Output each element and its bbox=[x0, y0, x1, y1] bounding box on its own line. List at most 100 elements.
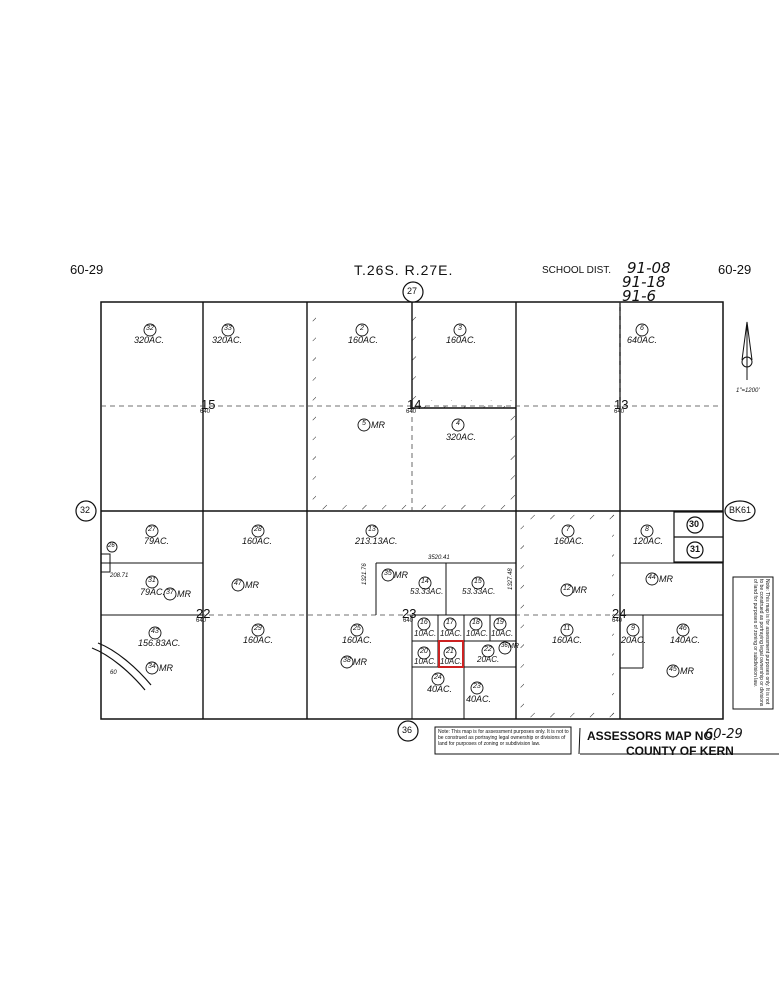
road bbox=[91, 642, 152, 691]
parcel-area: MR bbox=[371, 420, 385, 430]
dimension-label: 1321.76 bbox=[362, 563, 368, 585]
parcel-number[interactable]: 23 bbox=[473, 683, 481, 690]
footer-title-prefix: ASSESSORS MAP NO. bbox=[587, 729, 717, 743]
parcel-area: MR bbox=[245, 580, 259, 590]
parcel-area: MR bbox=[680, 666, 694, 676]
parcel-number[interactable]: 25 bbox=[353, 625, 361, 632]
parcel-number[interactable]: 33 bbox=[224, 325, 232, 332]
section-23-acres: 640 bbox=[403, 618, 414, 624]
footer-rule-top bbox=[578, 727, 581, 755]
parcel-number[interactable]: 43 bbox=[151, 628, 159, 635]
parcel-number[interactable]: 24 bbox=[434, 674, 442, 681]
parcel-number[interactable]: 37 bbox=[166, 589, 174, 596]
parcel-area: 40AC. bbox=[466, 694, 492, 704]
note-box bbox=[434, 726, 572, 755]
township-range: T.26S. R.27E. bbox=[354, 262, 454, 278]
parcel-area: MR bbox=[159, 663, 173, 673]
disclaimer-note: Note: This map is for assessment purpose… bbox=[438, 729, 569, 747]
parcel-number[interactable]: 5 bbox=[362, 420, 366, 427]
parcel-area: 213.13AC. bbox=[355, 536, 398, 546]
section-23: 23 bbox=[402, 606, 417, 621]
parcel-area: 320AC. bbox=[134, 335, 165, 345]
parcel-number[interactable]: 20 bbox=[420, 648, 428, 655]
section-15-acres: 640 bbox=[200, 409, 211, 415]
parcel-number[interactable]: 14 bbox=[421, 578, 429, 585]
parcel-number[interactable]: 22 bbox=[484, 646, 492, 653]
parcel-number[interactable]: 38 bbox=[343, 657, 351, 664]
left-map-number: 60-29 bbox=[70, 262, 104, 277]
parcel-area: 160AC. bbox=[243, 635, 274, 645]
parcel-number[interactable]: 4 bbox=[456, 420, 460, 427]
parcel-number[interactable]: 28 bbox=[254, 526, 262, 533]
parcel-area: 10AC. bbox=[466, 629, 489, 638]
section-13: 13 bbox=[614, 397, 629, 412]
parcel-area: 140AC. bbox=[670, 635, 701, 645]
school-district-value-3: 91-6 bbox=[622, 287, 657, 305]
parcel-area: 79AC. bbox=[140, 587, 166, 597]
parcel-number[interactable]: 31 bbox=[148, 577, 156, 584]
parcel-number[interactable]: 2 bbox=[360, 325, 364, 332]
parcel-number[interactable]: 35 bbox=[384, 570, 392, 577]
parcel-number[interactable]: 46 bbox=[679, 625, 687, 632]
section-14: 14 bbox=[407, 397, 422, 412]
parcel-area: MR bbox=[659, 574, 673, 584]
school-district-value-2: 91-18 bbox=[622, 273, 666, 291]
right-map-number: 60-29 bbox=[718, 262, 752, 277]
parcel-area: MR bbox=[573, 585, 587, 595]
parcel-number[interactable]: 8 bbox=[645, 526, 649, 533]
scale-label: 1"=1200' bbox=[736, 388, 760, 394]
parcel-number[interactable]: 16 bbox=[420, 619, 428, 626]
section-24-acres: 640 bbox=[612, 618, 623, 624]
parcel-number[interactable]: 29 bbox=[254, 625, 262, 632]
parcel-number[interactable]: 19 bbox=[496, 619, 504, 626]
parcel-number[interactable]: 27 bbox=[148, 526, 156, 533]
parcel-area: MR bbox=[508, 643, 519, 650]
parcel-number[interactable]: 18 bbox=[472, 619, 480, 626]
parcel-area: 160AC. bbox=[552, 635, 583, 645]
highlighted-parcel-21[interactable] bbox=[438, 640, 464, 668]
parcel-area: 20AC. bbox=[621, 635, 647, 645]
dimension-label: 3520.41 bbox=[428, 555, 450, 561]
adjacent-book-right-sub-1[interactable]: 30 bbox=[689, 519, 700, 529]
parcel-number[interactable]: 17 bbox=[446, 619, 454, 626]
parcel-number[interactable]: 26 bbox=[108, 543, 115, 549]
road-label: 60 bbox=[110, 670, 117, 676]
parcel-area: 53.33AC. bbox=[462, 587, 496, 596]
parcel-area: 120AC. bbox=[633, 536, 664, 546]
parcel-number[interactable]: 9 bbox=[631, 625, 635, 632]
section-22: 22 bbox=[196, 606, 211, 621]
parcel-number[interactable]: 45 bbox=[669, 666, 677, 673]
parcel-number[interactable]: 21 bbox=[446, 648, 454, 655]
parcel-number[interactable]: 32 bbox=[146, 325, 154, 332]
school-district-value-1: 91-08 bbox=[627, 259, 671, 277]
parcel-area: MR bbox=[353, 657, 367, 667]
adjacent-book-left[interactable]: 32 bbox=[80, 505, 91, 515]
parcel-area: 160AC. bbox=[446, 335, 477, 345]
section-14-acres: 640 bbox=[406, 409, 417, 415]
parcel-area: 160AC. bbox=[348, 335, 379, 345]
parcel-area: 10AC. bbox=[440, 629, 463, 638]
parcel-number[interactable]: 3 bbox=[458, 325, 462, 332]
parcel-number[interactable]: 13 bbox=[368, 526, 376, 533]
adjacent-book-right[interactable]: BK61 bbox=[729, 505, 752, 515]
parcel-number[interactable]: 47 bbox=[234, 580, 242, 587]
parcel-number[interactable]: 15 bbox=[474, 578, 482, 585]
dimension-label: 1327.48 bbox=[508, 568, 514, 590]
adjacent-book-right-sub-2[interactable]: 31 bbox=[690, 544, 701, 554]
parcel-number[interactable]: 11 bbox=[563, 625, 571, 632]
footer-county: COUNTY OF KERN bbox=[626, 744, 734, 758]
parcel-number[interactable]: 7 bbox=[566, 526, 570, 533]
adjacent-book-bottom[interactable]: 36 bbox=[402, 725, 413, 735]
dimension-label: 208.71 bbox=[110, 573, 129, 579]
parcel-number[interactable]: 34 bbox=[148, 663, 156, 670]
parcel-area: 10AC. bbox=[414, 629, 437, 638]
adjacent-book-top[interactable]: 27 bbox=[407, 286, 418, 296]
parcel-number[interactable]: 44 bbox=[648, 574, 656, 581]
parcel-area: 160AC. bbox=[554, 536, 585, 546]
parcel-number[interactable]: 12 bbox=[563, 585, 571, 592]
adjacent-book-markers bbox=[75, 281, 756, 742]
parcel-number[interactable]: 36 bbox=[501, 643, 508, 649]
parcel-number[interactable]: 6 bbox=[640, 325, 644, 332]
footer-map-number: 60-29 bbox=[705, 727, 743, 742]
